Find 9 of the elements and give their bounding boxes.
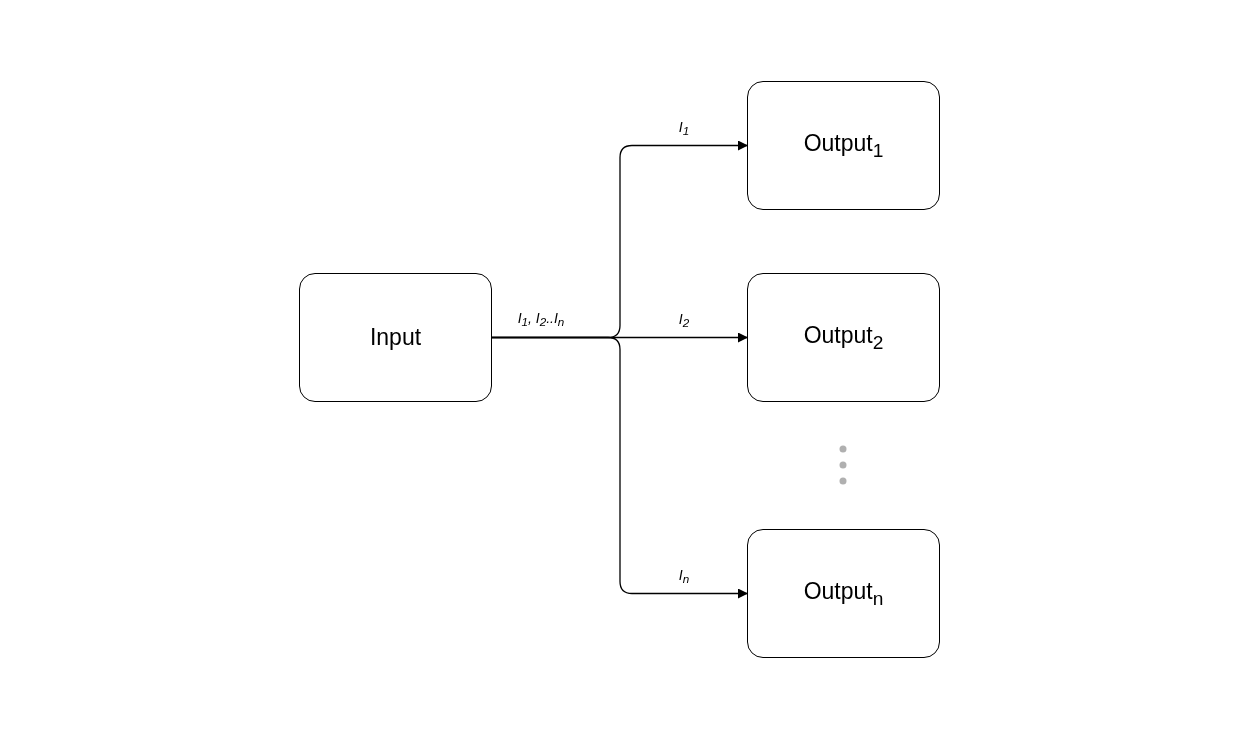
node-label: Output$_{1}$ bbox=[803, 129, 884, 162]
process-box bbox=[299, 273, 492, 402]
process-box bbox=[747, 529, 940, 658]
node-label: Output$_{n}$ bbox=[803, 577, 884, 610]
node-label: Input bbox=[369, 324, 422, 351]
arrow bbox=[491, 336, 748, 599]
process-box bbox=[747, 81, 940, 210]
node-label: Output$_{2}$ bbox=[803, 321, 884, 354]
process-box bbox=[747, 273, 940, 402]
